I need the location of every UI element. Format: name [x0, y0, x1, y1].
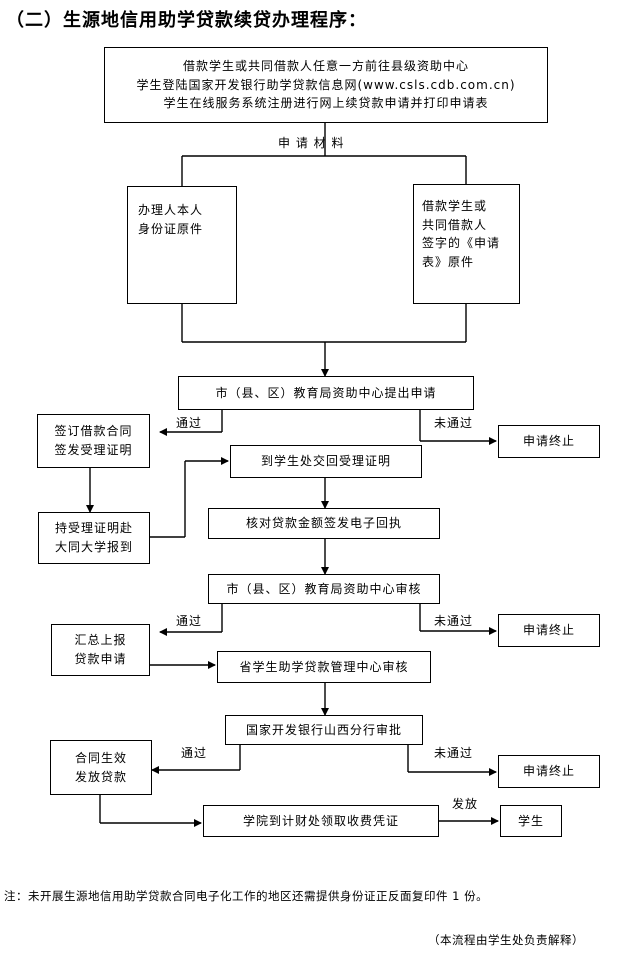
contract-effective-line-1: 合同生效	[74, 750, 127, 765]
province-review-text: 省学生助学贷款管理中心审核	[239, 659, 409, 674]
finance-receipt-text: 学院到计财处领取收费凭证	[242, 813, 399, 828]
bank-approval-box: 国家开发银行山西分行审批	[225, 715, 423, 745]
finance-receipt-box: 学院到计财处领取收费凭证	[203, 805, 439, 837]
footer-explanation: （本流程由学生处负责解释）	[428, 933, 584, 947]
report-university-line-2: 大同大学报到	[54, 540, 133, 554]
county-review-text: 市（县、区）教育局资助中心审核	[226, 581, 422, 596]
application-form-line-2: 共同借款人	[422, 217, 488, 232]
province-review-box: 省学生助学贷款管理中心审核	[217, 651, 431, 683]
terminate-text-1: 申请终止	[522, 434, 575, 449]
id-card-line-1: 办理人本人	[138, 203, 204, 217]
pass-label-2: 通过	[176, 614, 203, 628]
fail-label-1: 未通过	[434, 416, 474, 430]
application-form-line-4: 表》原件	[422, 254, 475, 269]
start-box: 借款学生或共同借款人任意一方前往县级资助中心 学生登陆国家开发银行助学贷款信息网…	[104, 47, 548, 123]
fail-label-3: 未通过	[434, 746, 474, 760]
summary-report-box: 汇总上报 贷款申请	[51, 624, 150, 676]
contract-effective-box: 合同生效 发放贷款	[50, 740, 152, 795]
start-line-2: 学生登陆国家开发银行助学贷款信息网(www.csls.cdb.com.cn)	[136, 77, 516, 92]
page-title: （二）生源地信用助学贷款续贷办理程序：	[6, 10, 367, 31]
summary-report-line-1: 汇总上报	[74, 633, 127, 648]
materials-label: 申 请 材 料	[278, 136, 345, 150]
bank-approval-text: 国家开发银行山西分行审批	[245, 722, 402, 737]
fail-label-2: 未通过	[434, 614, 474, 628]
student-box: 学生	[500, 805, 562, 837]
summary-report-line-2: 贷款申请	[74, 652, 127, 666]
pass-label-3: 通过	[181, 746, 208, 760]
id-card-box: 办理人本人 身份证原件	[127, 186, 237, 304]
terminate-box-2: 申请终止	[498, 614, 600, 647]
pass-label-1: 通过	[176, 416, 203, 430]
id-card-line-2: 身份证原件	[138, 221, 204, 236]
report-university-line-1: 持受理证明赴	[54, 521, 133, 536]
verify-amount-text: 核对贷款金额签发电子回执	[245, 516, 402, 531]
student-text: 学生	[517, 813, 544, 828]
terminate-text-3: 申请终止	[522, 764, 575, 779]
application-form-line-3: 签字的《申请	[422, 236, 501, 251]
start-line-3: 学生在线服务系统注册进行网上续贷款申请并打印申请表	[163, 96, 489, 111]
application-form-line-1: 借款学生或	[422, 199, 488, 213]
footnote: 注：未开展生源地信用助学贷款合同电子化工作的地区还需提供身份证正反面复印件 1 …	[4, 889, 489, 903]
issue-label: 发放	[452, 797, 479, 811]
terminate-box-1: 申请终止	[498, 425, 600, 458]
contract-effective-line-2: 发放贷款	[74, 769, 127, 784]
sign-contract-line-1: 签订借款合同	[54, 424, 133, 439]
county-apply-box: 市（县、区）教育局资助中心提出申请	[178, 376, 474, 410]
return-receipt-text: 到学生处交回受理证明	[260, 454, 391, 469]
start-line-1: 借款学生或共同借款人任意一方前往县级资助中心	[182, 59, 469, 74]
report-university-box: 持受理证明赴 大同大学报到	[38, 512, 150, 564]
sign-contract-line-2: 签发受理证明	[54, 443, 133, 457]
return-receipt-box: 到学生处交回受理证明	[230, 445, 422, 478]
county-review-box: 市（县、区）教育局资助中心审核	[208, 574, 440, 604]
verify-amount-box: 核对贷款金额签发电子回执	[208, 508, 440, 539]
county-apply-text: 市（县、区）教育局资助中心提出申请	[215, 385, 437, 400]
terminate-box-3: 申请终止	[498, 755, 600, 788]
application-form-box: 借款学生或 共同借款人 签字的《申请 表》原件	[413, 184, 520, 304]
sign-contract-box: 签订借款合同 签发受理证明	[37, 414, 150, 468]
terminate-text-2: 申请终止	[522, 623, 575, 638]
